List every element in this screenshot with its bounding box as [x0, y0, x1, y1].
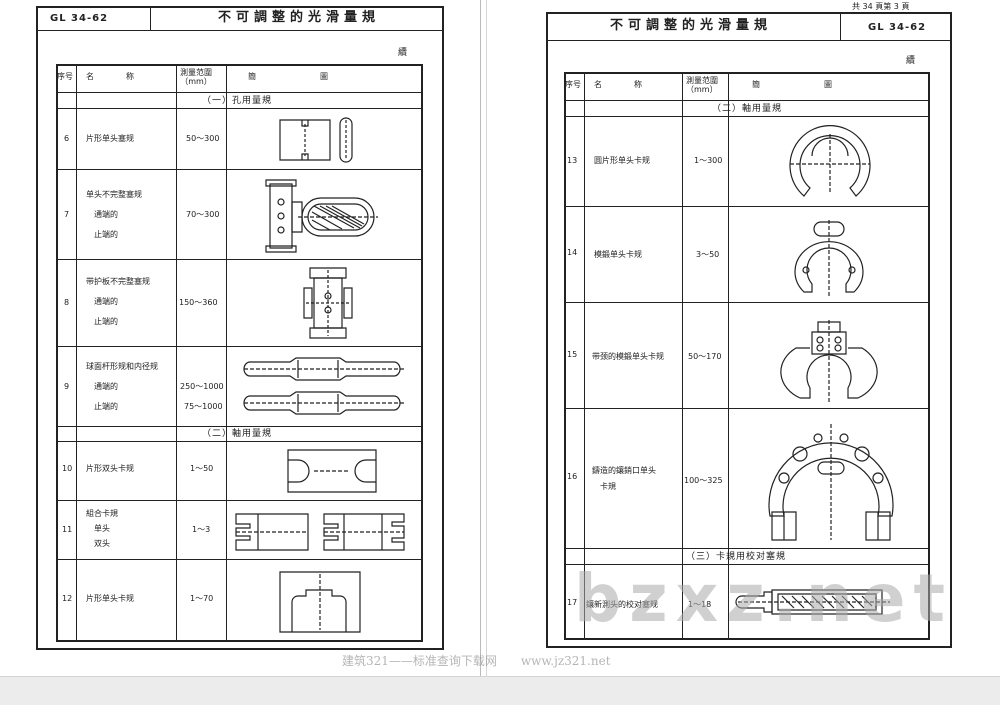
left-section-hole-gauges: （一）孔用量規: [202, 96, 273, 106]
row-13-no: 13: [567, 156, 578, 165]
row-16-name-2: 卡規: [600, 482, 616, 491]
row-11-range: 1～3: [192, 525, 211, 534]
left-continued-mark: 續: [398, 48, 408, 58]
row-9-name-nogo: 止端的: [94, 402, 118, 411]
sketch-flat-snap-gauge: [276, 568, 366, 636]
row-10-range: 1～50: [190, 464, 214, 473]
row-14-range: 3～50: [696, 250, 720, 259]
row-9-range-go: 250～1000: [180, 382, 224, 391]
row-8-no: 8: [64, 298, 70, 307]
left-doc-code: GL 34-62: [50, 13, 109, 24]
right-doc-code: GL 34-62: [868, 22, 927, 33]
sketch-spherical-rod-gauge: [242, 356, 406, 420]
row-14-name: 模鍛单头卡规: [594, 250, 642, 259]
row-6-range: 50～300: [186, 134, 220, 143]
row-16-no: 16: [567, 472, 578, 481]
row-12-name: 片形单头卡规: [86, 594, 134, 603]
row-17-range: 1～18: [688, 600, 712, 609]
left-doc-title: 不可調整的光滑量規: [218, 10, 381, 25]
row-8-range: 150～360: [179, 298, 218, 307]
row-13-name: 圆片形单头卡规: [594, 156, 650, 165]
sketch-check-plug-gauge: [736, 582, 896, 622]
right-section-shaft-gauges: （二）軸用量規: [712, 104, 783, 114]
sketch-guarded-plug-gauge: [300, 266, 360, 340]
row-6-no: 6: [64, 134, 70, 143]
row-11-name-single: 单头: [94, 524, 110, 533]
row-7-no: 7: [64, 210, 70, 219]
row-10-no: 10: [62, 464, 73, 473]
row-11-name-double: 双头: [94, 539, 110, 548]
row-7-range: 70～300: [186, 210, 220, 219]
row-16-name: 鑄造的鑲銷口单头: [592, 466, 656, 475]
right-continued-mark: 續: [906, 56, 916, 66]
row-9-name-go: 通端的: [94, 382, 118, 391]
row-8-name: 带护板不完整塞规: [86, 277, 150, 286]
row-9-range-nogo: 75～1000: [184, 402, 223, 411]
row-11-name: 組合卡規: [86, 509, 118, 518]
right-page-info: 共 34 頁第 3 頁: [852, 2, 910, 11]
right-section-check-plugs: （三）卡規用校对塞規: [686, 552, 787, 562]
binding-line-left: [480, 0, 481, 676]
right-header-range: 測量范圍 （mm）: [686, 76, 718, 95]
left-header-range: 測量范圍 （mm）: [180, 68, 212, 87]
row-15-name: 带颈的模鍛单头卡规: [592, 352, 664, 361]
row-15-no: 15: [567, 350, 578, 359]
sketch-combined-snap-gauge: [232, 508, 412, 556]
sketch-disc-snap-gauge: [782, 130, 878, 202]
row-15-range: 50～170: [688, 352, 722, 361]
left-header-sketch: 簡 圖: [248, 72, 328, 81]
row-13-range: 1～300: [694, 156, 723, 165]
sketch-necked-forged-snap-gauge: [780, 318, 878, 404]
right-page: 共 34 頁第 3 頁 不可調整的光滑量規 GL 34-62 續 序号 名 称 …: [546, 2, 952, 650]
viewer-bottom-bar: [0, 676, 1000, 705]
row-9-name: 球面杆形规和内径规: [86, 362, 158, 371]
row-14-no: 14: [567, 248, 578, 257]
binding-line-right: [486, 0, 487, 676]
row-8-name-nogo: 止端的: [94, 317, 118, 326]
sketch-double-snap-gauge: [284, 446, 380, 496]
right-doc-title: 不可調整的光滑量規: [610, 18, 773, 33]
right-header-sketch: 簡 圖: [752, 80, 832, 89]
left-header-no: 序号: [57, 72, 73, 81]
row-7-name: 单头不完整塞规: [86, 190, 142, 199]
left-section-shaft-gauges: （二）軸用量規: [202, 429, 273, 439]
row-12-no: 12: [62, 594, 73, 603]
row-7-name-nogo: 止端的: [94, 230, 118, 239]
sketch-cast-inserted-snap-gauge: [756, 420, 906, 544]
row-17-no: 17: [567, 598, 578, 607]
sketch-incomplete-plug-gauge: [262, 178, 382, 254]
row-8-name-go: 通端的: [94, 297, 118, 306]
row-11-no: 11: [62, 525, 73, 534]
right-header-name: 名 称: [594, 80, 642, 89]
left-header-name: 名 称: [86, 72, 134, 81]
row-16-range: 100～325: [684, 476, 723, 485]
sketch-forged-snap-gauge: [786, 218, 872, 298]
footer-source: 建筑321——标准查询下载网 www.jz321.net: [342, 654, 611, 668]
watermark-text: bzxz.net: [574, 560, 954, 637]
row-7-name-go: 通端的: [94, 210, 118, 219]
right-header-no: 序号: [565, 80, 581, 89]
left-page: GL 34-62 不可調整的光滑量規 續 序号 名 称 測量范圍 （mm） 簡 …: [36, 6, 444, 650]
row-12-range: 1～70: [190, 594, 214, 603]
row-9-no: 9: [64, 382, 70, 391]
sketch-flat-plug-gauge: [276, 116, 366, 164]
row-17-name: 鑲新測头的校对塞规: [586, 600, 658, 609]
row-10-name: 片形双头卡规: [86, 464, 134, 473]
row-6-name: 片形单头塞规: [86, 134, 134, 143]
